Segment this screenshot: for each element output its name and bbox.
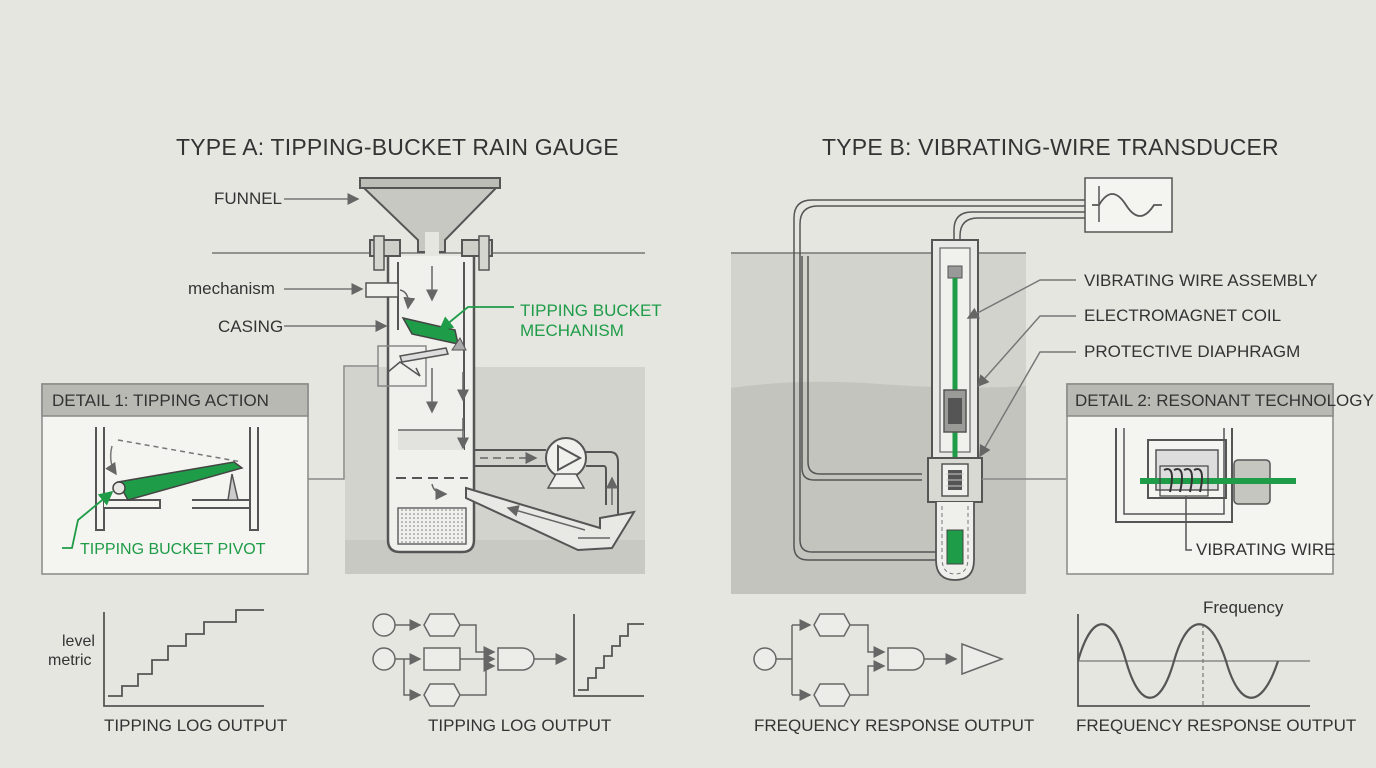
tipping-chart-caption: TIPPING LOG OUTPUT <box>104 716 288 735</box>
frequency-chart-caption: FREQUENCY RESPONSE OUTPUT <box>1076 716 1357 735</box>
tipping-step-chart <box>103 609 264 707</box>
vibrating-wire-label: VIBRATING WIRE <box>1196 540 1336 559</box>
detail-2-header: DETAIL 2: RESONANT TECHNOLOGY <box>1075 391 1374 410</box>
transducer-diagram <box>731 177 1173 594</box>
tipping-flow-diagram <box>372 613 644 707</box>
detail-1-box <box>41 383 309 575</box>
tipping-bucket-shape <box>401 316 467 351</box>
pump-assembly <box>465 437 637 552</box>
electromagnet-coil-label: ELECTROMAGNET COIL <box>1084 306 1282 325</box>
detail-1-header: DETAIL 1: TIPPING ACTION <box>52 391 269 410</box>
tipping-bucket-mechanism-label-line2: MECHANISM <box>520 321 624 340</box>
funnel-label: FUNNEL <box>214 189 283 208</box>
detail-2-box <box>1066 383 1334 575</box>
frequency-sine-chart <box>1076 614 1310 707</box>
chart-ylabel-line1: level <box>62 633 95 650</box>
tipping-bucket-mechanism-label-line1: TIPPING BUCKET <box>520 301 662 320</box>
protective-diaphragm-label: PROTECTIVE DIAPHRAGM <box>1084 342 1301 361</box>
tipping-flow-caption: TIPPING LOG OUTPUT <box>428 716 612 735</box>
casing-label: CASING <box>218 317 284 336</box>
frequency-flow-diagram <box>753 613 1005 707</box>
rain-gauge-diagram <box>212 177 645 574</box>
tipping-bucket-pivot-label: TIPPING BUCKET PIVOT <box>80 541 266 558</box>
frequency-annotation: Frequency <box>1203 598 1284 617</box>
vibrating-wire-assembly-label: VIBRATING WIRE ASSEMBLY <box>1084 271 1318 290</box>
mechanism-label: mechanism <box>188 279 275 298</box>
funnel-shape <box>359 177 501 254</box>
frequency-flow-caption: FREQUENCY RESPONSE OUTPUT <box>754 716 1035 735</box>
left-title: TYPE A: TIPPING-BUCKET RAIN GAUGE <box>176 134 619 160</box>
chart-ylabel-line2: metric <box>48 652 92 669</box>
right-title: TYPE B: VIBRATING-WIRE TRANSDUCER <box>822 134 1279 160</box>
